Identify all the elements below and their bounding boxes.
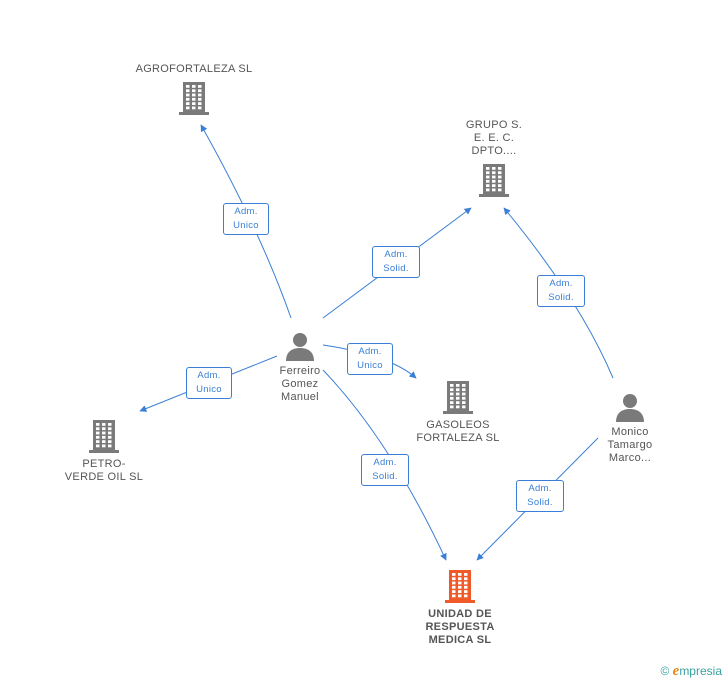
copyright-symbol: © (660, 664, 670, 678)
building-icon (443, 381, 473, 414)
node-agrofortaleza[interactable]: AGROFORTALEZA SL (114, 63, 274, 116)
node-label: GASOLEOS FORTALEZA SL (416, 419, 500, 444)
node-label: PETRO- VERDE OIL SL (64, 458, 144, 483)
building-icon (179, 82, 209, 115)
building-icon (479, 164, 509, 197)
node-label: Monico Tamargo Marco... (607, 426, 653, 464)
building-icon (445, 570, 475, 603)
brand-logo-letter: e (672, 663, 680, 679)
brand-name: mpresia (679, 664, 722, 678)
edge-ferreiro-unidad (322, 369, 447, 561)
edge-label-monico-grupo[interactable]: Adm. Solid. (537, 275, 585, 307)
brand-footer: © empresia (660, 663, 722, 680)
node-unidad[interactable]: UNIDAD DE RESPUESTA MEDICA SL (398, 568, 522, 647)
node-gasoleos[interactable]: GASOLEOS FORTALEZA SL (396, 379, 520, 445)
person-icon (286, 333, 314, 361)
node-label: UNIDAD DE RESPUESTA MEDICA SL (425, 608, 495, 646)
node-ferreiro[interactable]: Ferreiro Gomez Manuel (258, 331, 342, 404)
person-icon (616, 394, 644, 422)
node-label: AGROFORTALEZA SL (135, 63, 253, 75)
edge-label-ferreiro-gasoleos[interactable]: Adm. Unico (347, 343, 393, 375)
edge-label-ferreiro-petro[interactable]: Adm. Unico (186, 367, 232, 399)
node-grupo[interactable]: GRUPO S. E. E. C. DPTO.... (434, 119, 554, 198)
edge-label-ferreiro-agrofortaleza[interactable]: Adm. Unico (223, 203, 269, 235)
building-icon (89, 420, 119, 453)
node-label: GRUPO S. E. E. C. DPTO.... (465, 119, 523, 157)
edge-label-monico-unidad[interactable]: Adm. Solid. (516, 480, 564, 512)
node-label: Ferreiro Gomez Manuel (279, 365, 321, 403)
edge-label-ferreiro-unidad[interactable]: Adm. Solid. (361, 454, 409, 486)
edge-label-ferreiro-grupo[interactable]: Adm. Solid. (372, 246, 420, 278)
node-petro[interactable]: PETRO- VERDE OIL SL (44, 418, 164, 484)
node-monico[interactable]: Monico Tamargo Marco... (588, 392, 672, 465)
